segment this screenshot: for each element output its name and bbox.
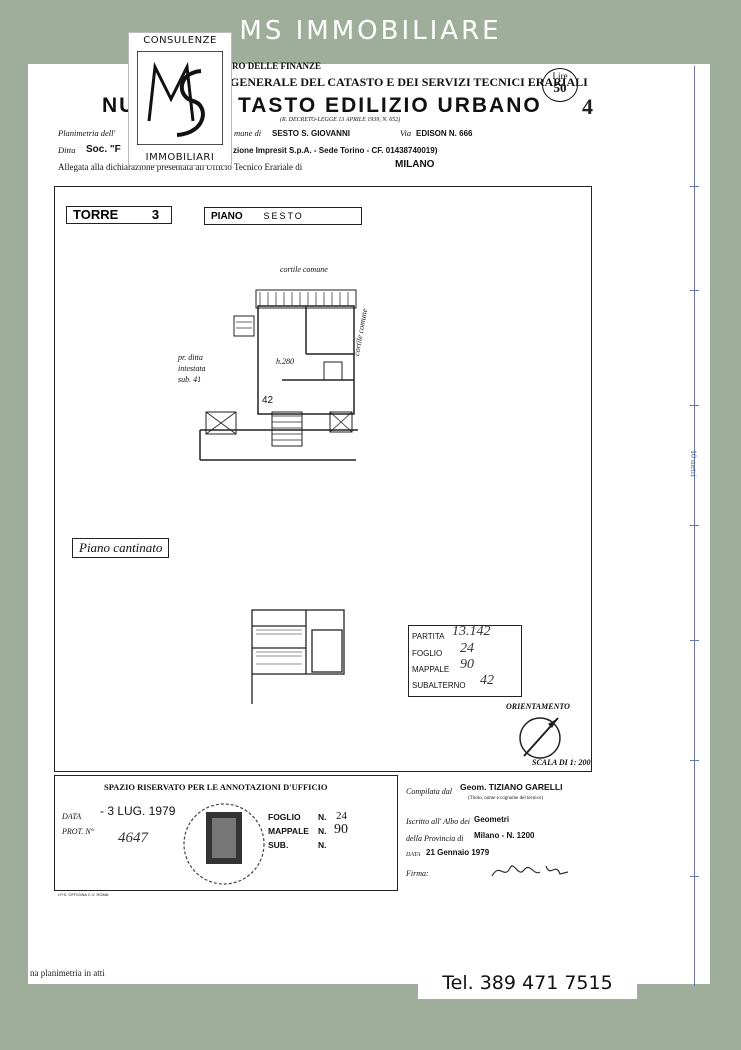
ministry-heading: GENERALE DEL CATASTO E DEI SERVIZI TECNI… [230, 75, 588, 89]
phone-number[interactable]: Tel. 389 471 7515 [418, 967, 637, 999]
mappale2-n: N. [318, 826, 327, 836]
prot-label: PROT. N° [62, 827, 94, 836]
partita-label: PARTITA [412, 632, 445, 641]
printer-note: I.P.S. OFFICINA C.V. ROMA [58, 892, 109, 897]
scale-tick [690, 640, 699, 641]
prot-value: 4647 [118, 830, 148, 846]
provincia-label: della Provincia di [406, 834, 464, 843]
other-owner-1: pr. ditta [178, 353, 203, 362]
decree-text: (R. DECRETO-LEGGE 13 APRILE 1939, N. 652… [280, 117, 401, 123]
ministry-top: RO DELLE FINANZE [232, 61, 322, 71]
comune-label: mune di [234, 128, 262, 138]
other-owner-3: sub. 41 [178, 375, 202, 384]
lire-value: 50 [553, 80, 567, 95]
brand-title: MS IMMOBILIARE [239, 16, 502, 46]
cadastral-sheet [28, 64, 710, 984]
ditta-soc: Soc. "F [86, 144, 121, 155]
floor-plan-frame [54, 186, 592, 772]
compilata-sub: (Titolo, nome e cognome del tecnico) [468, 796, 544, 801]
foglio-value: 24 [460, 641, 474, 656]
allegata-label: Allegata alla dichiarazione presentata a… [58, 162, 303, 172]
foglio2-n: N. [318, 812, 327, 822]
provincia-value: Milano - N. 1200 [474, 831, 535, 840]
piano-label: PIANO [211, 211, 243, 222]
scale-tick [690, 876, 699, 877]
mappale2-label: MAPPALE [268, 826, 309, 836]
room-height: h.280 [276, 357, 294, 366]
scale-tick [690, 760, 699, 761]
data-label: DATA [62, 812, 82, 821]
subalterno-value: 42 [480, 673, 494, 688]
comune-value: SESTO S. GIOVANNI [272, 129, 350, 138]
compilata-label: Compilata dal [406, 787, 453, 796]
other-owner-note: pr. ditta intestata sub. 41 [178, 352, 206, 385]
floor-plan-drawing [199, 289, 358, 461]
office-stamp-icon [183, 803, 265, 885]
torre-value: 3 [151, 207, 160, 222]
mappale-value: 90 [460, 657, 474, 672]
mappale2-value: 90 [334, 822, 348, 837]
scale-tick [690, 186, 699, 187]
iscritto-label: Iscritto all' Albo dei [406, 817, 471, 826]
orientamento-label: ORIENTAMENTO [506, 702, 570, 711]
torre-label-text: TORRE [73, 207, 119, 222]
ditta-value: zione Impresit S.p.A. - Sede Torino - CF… [233, 146, 438, 155]
logo-bottom-text: IMMOBILIARI [145, 152, 215, 163]
signature-icon [491, 865, 569, 877]
company-logo: CONSULENZE IMMOBILIARI [128, 32, 232, 166]
mappale-label: MAPPALE [412, 665, 450, 674]
data2-label: DATA [406, 852, 421, 858]
basement-drawing [251, 609, 345, 704]
via-value: EDISON N. 666 [416, 129, 473, 138]
partita-value: 13.142 [452, 624, 491, 639]
sub2-label: SUB. [268, 840, 289, 850]
scale-tick [690, 405, 699, 406]
data-value: - 3 LUG. 1979 [100, 804, 176, 818]
via-label: Via [400, 128, 412, 138]
scale-label: 10 metri [689, 450, 698, 477]
lire-label: Lire [552, 71, 568, 81]
scale-ruler [694, 66, 695, 986]
lire-stamp: Lire 50 [542, 68, 578, 102]
data2-value: 21 Gennaio 1979 [426, 848, 490, 857]
office-annotations-frame [54, 775, 398, 891]
iscritto-value: Geometri [474, 815, 510, 824]
scale-tick [690, 290, 699, 291]
compilata-value: Geom. TIZIANO GARELLI [460, 782, 563, 792]
unit-number: 42 [262, 395, 274, 406]
piano-value: SESTO [263, 211, 304, 221]
planimetria-label: Planimetria dell' [58, 128, 116, 138]
subalterno-label: SUBALTERNO [412, 681, 466, 690]
scala-label: SCALA DI 1: 200 [532, 758, 591, 767]
handwritten-mark: 4 [582, 94, 593, 119]
title-right: TASTO EDILIZIO URBANO [238, 94, 542, 117]
footer-note: na planimetria in atti [30, 968, 105, 978]
sub2-n: N. [318, 840, 327, 850]
foglio2-label: FOGLIO [268, 812, 301, 822]
ms-monogram-icon [137, 51, 223, 145]
ditta-label: Ditta [58, 145, 76, 155]
foglio2-value: 24 [336, 810, 347, 822]
foglio-label: FOGLIO [412, 649, 443, 658]
firma-label: Firma: [406, 869, 429, 878]
riservato-heading: SPAZIO RISERVATO PER LE ANNOTAZIONI D'UF… [104, 782, 328, 792]
other-owner-2: intestata [178, 364, 206, 373]
torre-box: TORRE 3 [66, 206, 172, 224]
cadastral-data-box [408, 625, 522, 697]
piano-cantinato-label: Piano cantinato [72, 538, 170, 558]
allegata-city: MILANO [395, 159, 435, 170]
scale-tick [690, 525, 699, 526]
title-left: NU [102, 94, 137, 117]
compass-icon [519, 717, 561, 759]
cortile-label: cortile comune [280, 265, 328, 274]
logo-top-text: CONSULENZE [143, 35, 217, 46]
piano-box: PIANO SESTO [204, 207, 362, 225]
